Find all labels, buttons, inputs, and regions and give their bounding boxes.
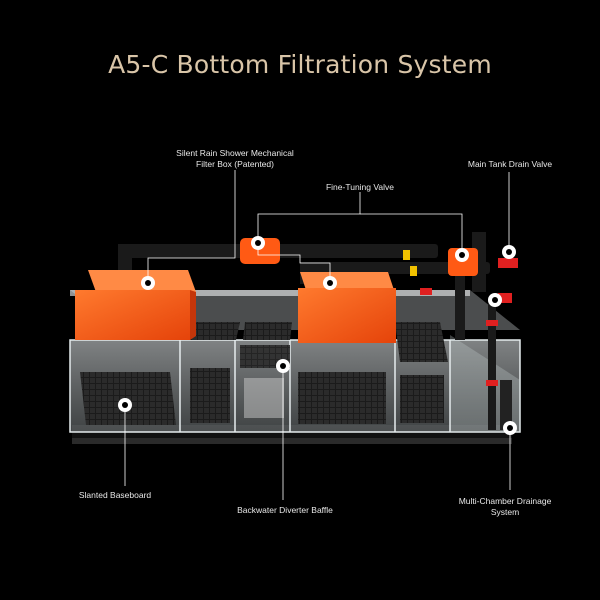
marker-filter-box-right <box>323 276 337 290</box>
marker-drain-valve-a <box>455 248 469 262</box>
callout-markers <box>118 236 517 435</box>
marker-slanted-baseboard <box>118 398 132 412</box>
slanted-baseboard <box>80 372 176 425</box>
drainage-manifold <box>486 300 512 430</box>
marker-drainage-system <box>503 421 517 435</box>
marker-filter-box <box>141 276 155 290</box>
marker-diverter-baffle <box>276 359 290 373</box>
label-backwater-diverter-baffle: Backwater Diverter Baffle <box>237 505 333 515</box>
label-slanted-baseboard: Slanted Baseboard <box>78 490 152 500</box>
filter-box-right <box>298 272 396 343</box>
label-fine-tuning-valve: Fine-Tuning Valve <box>325 182 395 192</box>
marker-drain-valve-b <box>502 245 516 259</box>
marker-drain-valve-c <box>488 293 502 307</box>
label-filter-box-line2: Filter Box (Patented) <box>196 159 274 169</box>
label-multi-chamber-drainage: Multi-Chamber Drainage System <box>440 496 570 518</box>
label-drainage-line2: System <box>490 507 520 517</box>
baffle-blocks <box>190 368 444 424</box>
page-title: A5-C Bottom Filtration System <box>108 50 492 79</box>
label-drainage-line1: Multi-Chamber Drainage <box>458 496 552 506</box>
marker-fine-tuning-valve <box>251 236 265 250</box>
label-main-tank-drain-valve: Main Tank Drain Valve <box>467 159 553 169</box>
filter-box-left <box>75 270 196 340</box>
fine-tuning-valve <box>240 238 280 264</box>
label-filter-box: Silent Rain Shower Mechanical Filter Box… <box>150 148 320 170</box>
label-filter-box-line1: Silent Rain Shower Mechanical <box>176 148 294 158</box>
leader-lines <box>124 170 511 500</box>
